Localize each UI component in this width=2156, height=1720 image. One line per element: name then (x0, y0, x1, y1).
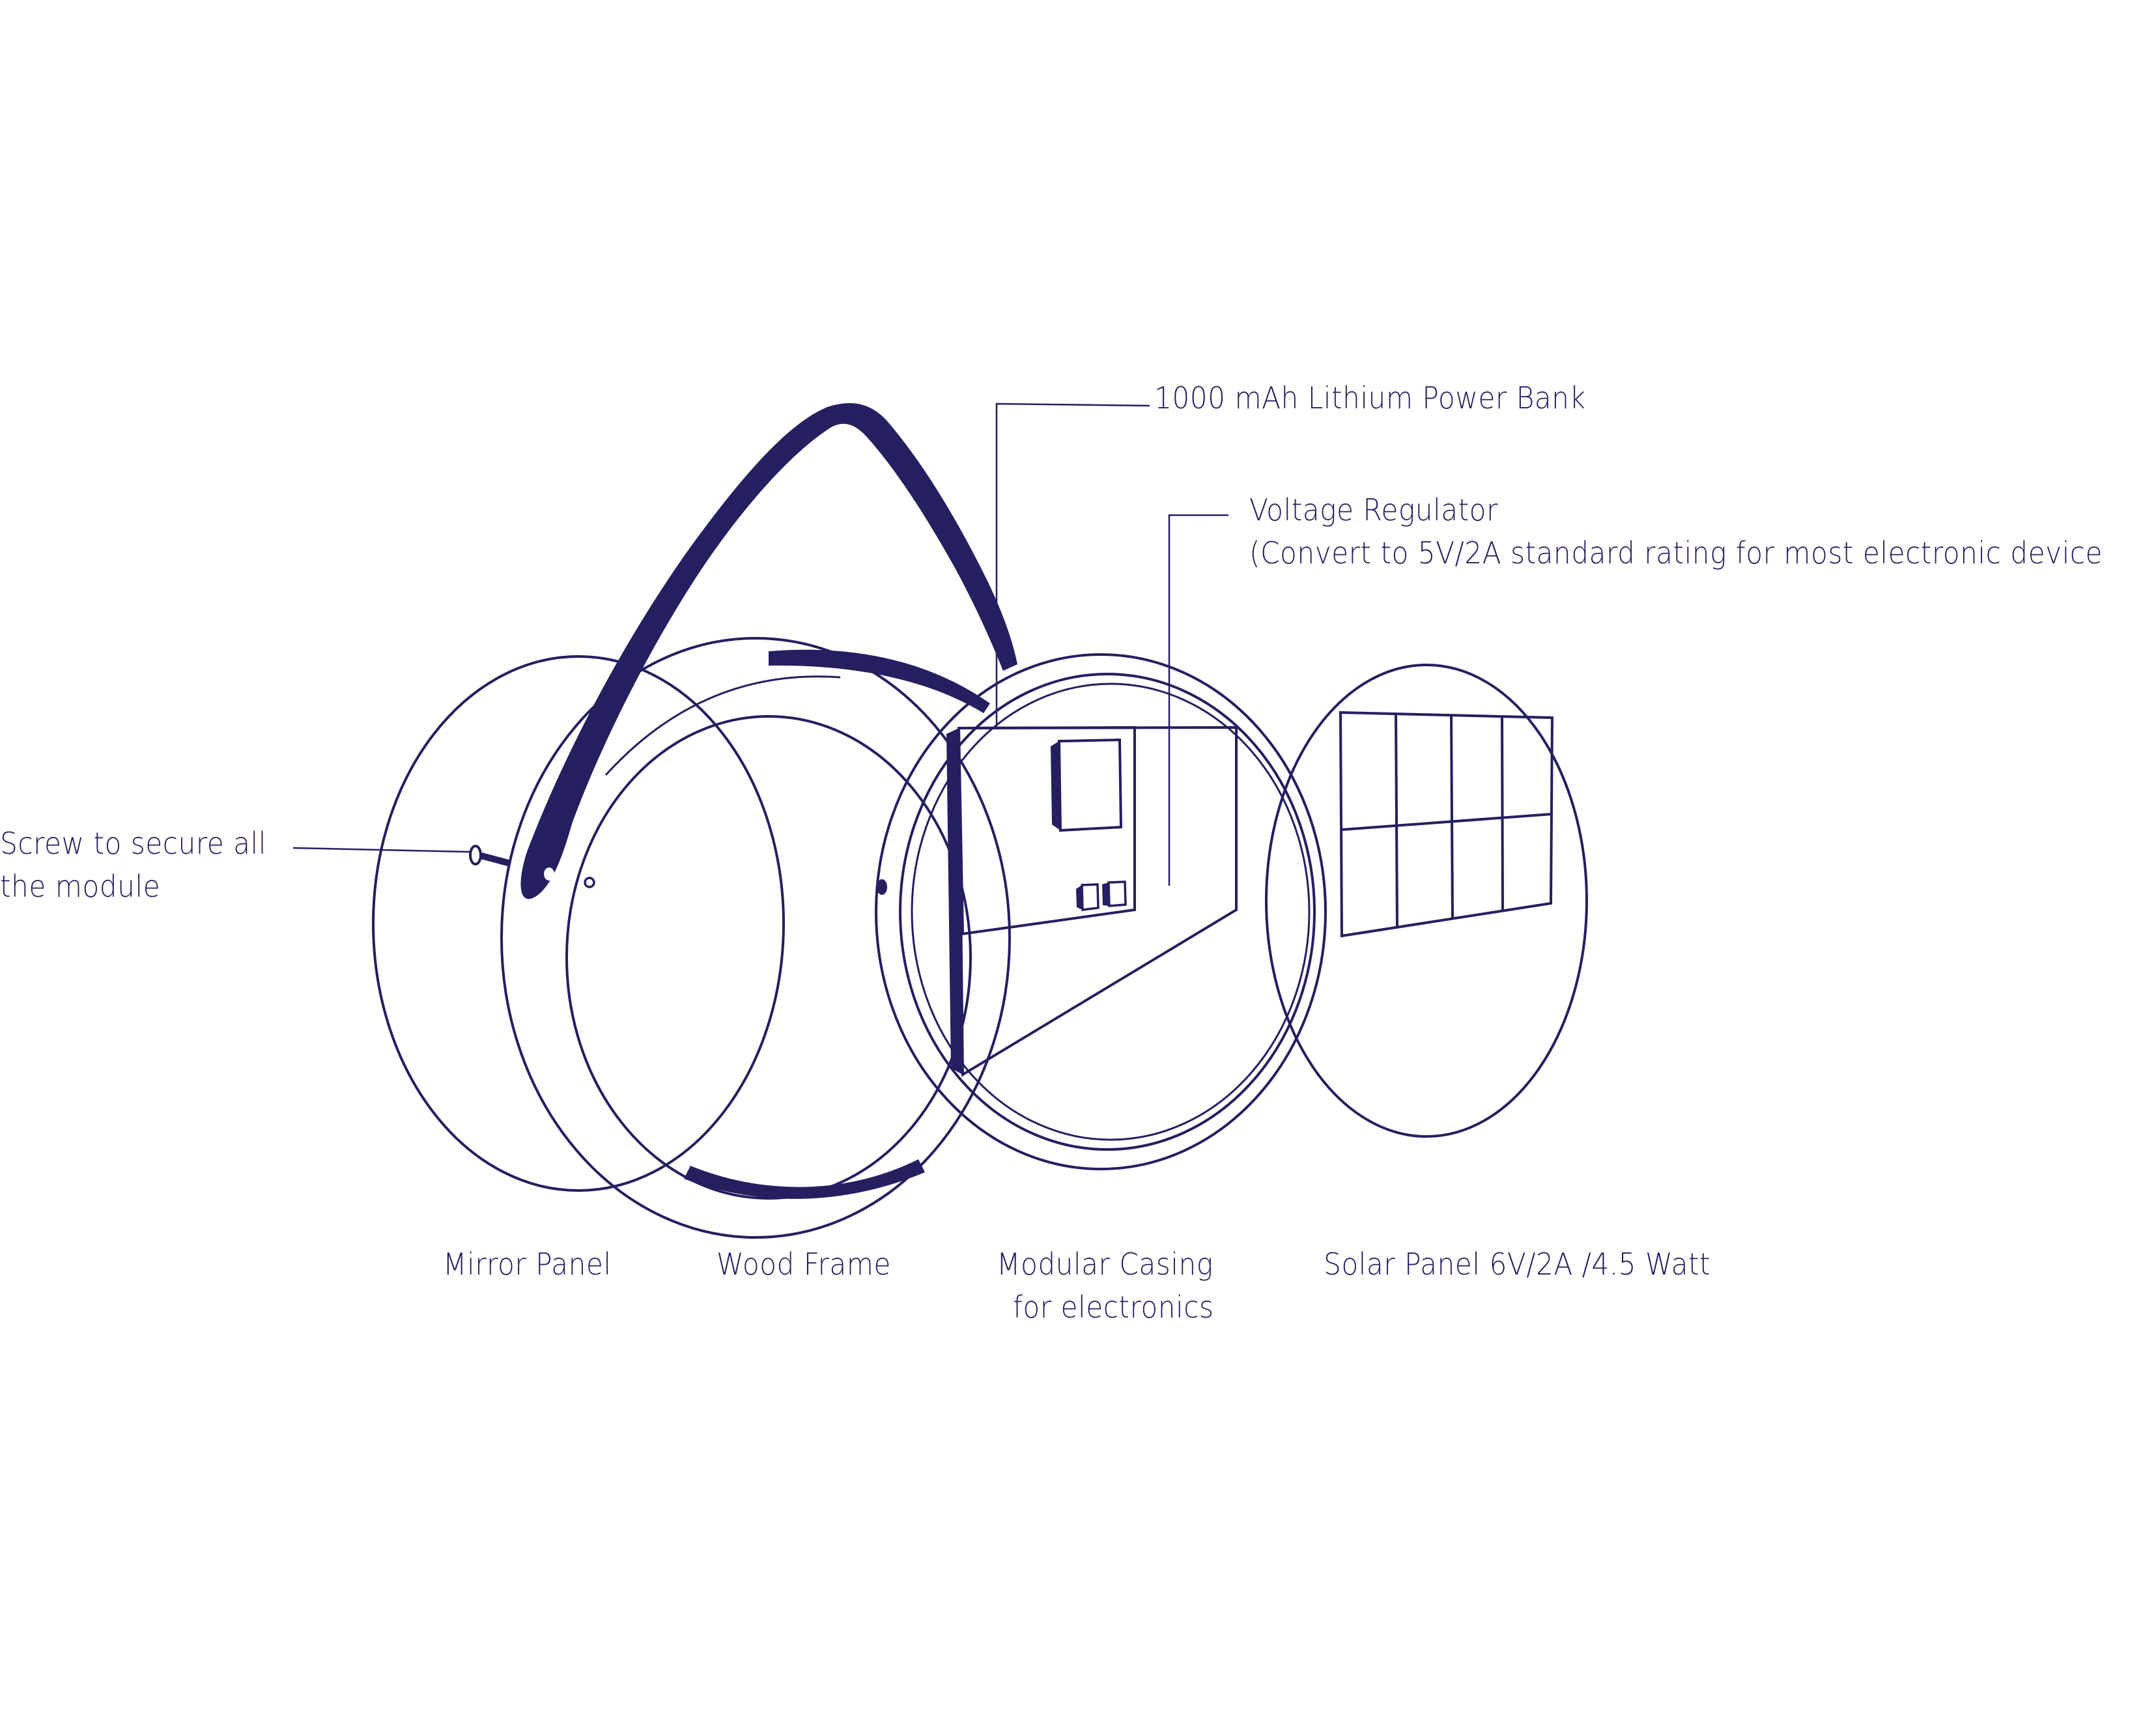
connector-drawing (1076, 881, 1127, 911)
label-mirror-panel: Mirror Panel (443, 1247, 612, 1282)
wood-frame-drawing (500, 637, 1011, 1239)
label-solar-panel: Solar Panel 6V/2A /4.5 Watt (1324, 1247, 1711, 1282)
callout-power-bank: 1000 mAh Lithium Power Bank (1154, 380, 1586, 416)
label-wood-frame: Wood Frame (716, 1247, 891, 1282)
leader-lines (995, 402, 1228, 886)
callout-screw-line1: Screw to secure all (0, 826, 266, 861)
mirror-panel-drawing (372, 655, 785, 1192)
modular-casing-drawing (875, 653, 1327, 1170)
power-bank-drawing (946, 726, 1238, 1077)
strap-icon (520, 402, 1017, 899)
voltage-regulator-drawing (1051, 738, 1123, 832)
callout-screw-line2: the module (0, 869, 161, 904)
label-modular-casing-line1: Modular Casing (997, 1247, 1213, 1282)
screw-icon (292, 845, 511, 867)
callout-voltage-regulator-title: Voltage Regulator (1249, 492, 1498, 528)
callout-voltage-regulator-detail: (Convert to 5V/2A standard rating for mo… (1249, 535, 2103, 571)
solar-panel-drawing (1265, 664, 1588, 1138)
label-modular-casing-line2: for electronics (1013, 1290, 1214, 1325)
